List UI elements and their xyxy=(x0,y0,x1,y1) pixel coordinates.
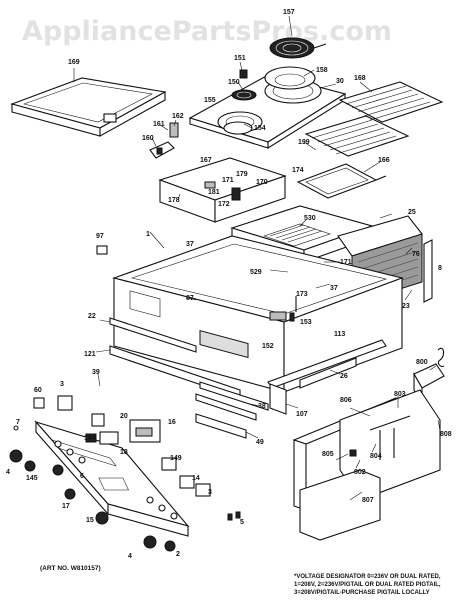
callout-152: 152 xyxy=(262,343,274,350)
voltage-note-line-1: *VOLTAGE DESIGNATOR 0=236V OR DUAL RATED… xyxy=(294,574,441,580)
callout-171a: 171 xyxy=(222,177,234,184)
drip-pan xyxy=(264,66,316,90)
bracket-parts xyxy=(149,122,179,159)
callout-151: 151 xyxy=(234,55,246,62)
callout-149: 149 xyxy=(170,455,182,462)
callout-154: 154 xyxy=(254,125,266,132)
callout-30: 30 xyxy=(336,78,344,85)
callout-179: 179 xyxy=(236,171,248,178)
callout-7: 7 xyxy=(16,419,20,426)
callout-173: 173 xyxy=(296,291,308,298)
callout-167: 167 xyxy=(200,157,212,164)
callout-804: 804 xyxy=(370,453,382,460)
callout-174: 174 xyxy=(292,167,304,174)
small-drip-pan xyxy=(223,121,253,135)
grill-grates xyxy=(304,81,444,157)
callout-800: 800 xyxy=(416,359,428,366)
callout-25: 25 xyxy=(408,209,416,216)
grill-element xyxy=(296,163,387,199)
callout-155: 155 xyxy=(204,97,216,104)
coil-element xyxy=(269,37,327,59)
callout-2: 2 xyxy=(176,551,180,558)
terminal-block-assembly xyxy=(292,389,441,541)
leader-lines xyxy=(95,15,441,501)
callout-39: 39 xyxy=(92,369,100,376)
wiring-parts xyxy=(269,296,297,322)
control-panel xyxy=(34,420,190,537)
callout-199: 199 xyxy=(298,139,310,146)
grill-drip-box xyxy=(158,157,287,223)
clip-part xyxy=(96,245,108,255)
callout-107: 107 xyxy=(296,411,308,418)
callout-49: 49 xyxy=(256,439,264,446)
callout-113: 113 xyxy=(334,331,345,338)
art-number: (ART NO. W810157) xyxy=(40,565,101,572)
callout-158: 158 xyxy=(316,67,328,74)
callout-8: 8 xyxy=(438,265,442,272)
callout-1: 1 xyxy=(146,231,150,238)
callout-803: 803 xyxy=(394,391,406,398)
callout-166: 166 xyxy=(378,157,390,164)
callout-37b: 37 xyxy=(330,285,338,292)
callout-87: 87 xyxy=(186,295,194,302)
control-switches xyxy=(33,395,211,497)
callout-14: 14 xyxy=(192,475,200,482)
griddle-plate xyxy=(10,77,167,137)
callout-20: 20 xyxy=(120,413,128,420)
callout-22: 22 xyxy=(88,313,96,320)
side-trim xyxy=(423,239,433,303)
small-screws xyxy=(227,511,241,521)
callout-808: 808 xyxy=(440,431,452,438)
small-coil xyxy=(231,69,257,101)
callout-162: 162 xyxy=(172,113,184,120)
bottom-rail xyxy=(267,339,387,415)
callout-18: 18 xyxy=(120,449,128,456)
callout-38: 38 xyxy=(258,403,266,410)
callout-145: 145 xyxy=(26,475,38,482)
callout-807: 807 xyxy=(362,497,374,504)
callout-16: 16 xyxy=(168,419,176,426)
callout-806: 806 xyxy=(340,397,352,404)
callout-170: 170 xyxy=(256,179,268,186)
callout-4a: 4 xyxy=(6,469,10,476)
callout-60: 60 xyxy=(34,387,42,394)
callout-171b: 171 xyxy=(340,259,352,266)
callout-805: 805 xyxy=(322,451,334,458)
control-knobs xyxy=(9,425,176,552)
callout-150: 150 xyxy=(228,79,240,86)
watermark-text: AppliancePartsPros.com xyxy=(22,16,392,47)
cooktop-body xyxy=(112,235,404,393)
callout-26: 26 xyxy=(340,373,348,380)
callout-802: 802 xyxy=(354,469,366,476)
callout-161: 161 xyxy=(153,121,165,128)
callout-530: 530 xyxy=(304,215,316,222)
voltage-note-line-2: 1=208V, 2=236V/PIGTAIL OR DUAL RATED PIG… xyxy=(294,582,441,588)
callout-168: 168 xyxy=(354,75,366,82)
callout-5: 5 xyxy=(240,519,244,526)
callout-6: 6 xyxy=(80,473,84,480)
front-trim-rails xyxy=(109,317,269,439)
callout-23: 23 xyxy=(402,303,410,310)
callout-17: 17 xyxy=(62,503,70,510)
callout-172: 172 xyxy=(218,201,230,208)
callout-76: 76 xyxy=(412,251,420,258)
callout-157: 157 xyxy=(283,9,295,16)
callout-160: 160 xyxy=(142,135,154,142)
callout-4b: 4 xyxy=(128,553,132,560)
callout-3a: 3 xyxy=(60,381,64,388)
callout-181: 181 xyxy=(208,189,220,196)
callout-97: 97 xyxy=(96,233,104,240)
callout-169: 169 xyxy=(68,59,80,66)
callout-153: 153 xyxy=(300,319,312,326)
callout-529: 529 xyxy=(250,269,262,276)
callout-121: 121 xyxy=(84,351,96,358)
callout-178: 178 xyxy=(168,197,180,204)
callout-37a: 37 xyxy=(186,241,194,248)
voltage-note-line-3: 3=208V/PIGTAIL-PURCHASE PIGTAIL LOCALLY xyxy=(294,590,430,596)
callout-3b: 3 xyxy=(208,489,212,496)
callout-15: 15 xyxy=(86,517,94,524)
callout-144: 144 xyxy=(84,435,96,442)
